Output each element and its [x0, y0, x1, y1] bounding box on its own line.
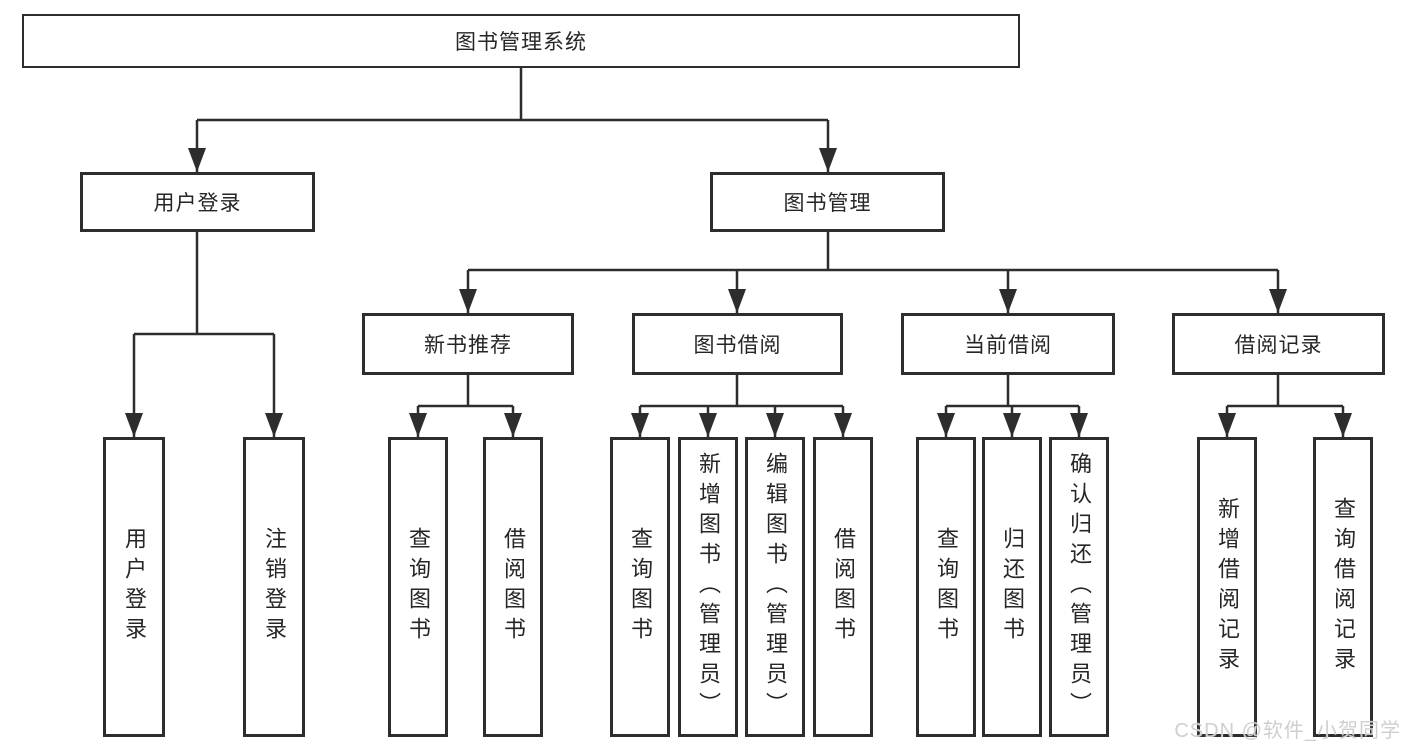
node-label: 归还图书 [1000, 527, 1025, 647]
leaf-query-books-1: 查询图书 [388, 437, 448, 737]
leaf-query-borrow-record: 查询借阅记录 [1313, 437, 1373, 737]
node-label: 查询图书 [934, 527, 959, 647]
node-label: 用户登录 [122, 527, 147, 647]
node-label: 用户登录 [153, 192, 242, 215]
node-label: 借阅记录 [1234, 334, 1323, 357]
node-book-management: 图书管理 [710, 172, 945, 232]
node-label: 编辑图书（管理员） [763, 452, 788, 722]
leaf-add-book-admin: 新增图书（管理员） [678, 437, 738, 737]
node-current-borrowing: 当前借阅 [901, 313, 1115, 375]
node-label: 图书借阅 [693, 334, 782, 357]
leaf-query-books-3: 查询图书 [916, 437, 976, 737]
node-label: 当前借阅 [964, 334, 1052, 357]
leaf-confirm-return-admin: 确认归还（管理员） [1049, 437, 1109, 737]
leaf-logout: 注销登录 [243, 437, 305, 737]
node-library-management-system: 图书管理系统 [22, 14, 1020, 68]
leaf-query-books-2: 查询图书 [610, 437, 670, 737]
node-user-login: 用户登录 [80, 172, 315, 232]
node-label: 注销登录 [262, 527, 287, 647]
node-label: 借阅图书 [831, 527, 856, 647]
node-book-borrowing: 图书借阅 [632, 313, 843, 375]
node-label: 图书管理 [783, 192, 872, 215]
node-new-book-recommendation: 新书推荐 [362, 313, 574, 375]
node-borrowing-records: 借阅记录 [1172, 313, 1385, 375]
leaf-user-login: 用户登录 [103, 437, 165, 737]
leaf-borrow-books-1: 借阅图书 [483, 437, 543, 737]
node-label: 查询图书 [406, 527, 431, 647]
leaf-edit-book-admin: 编辑图书（管理员） [745, 437, 805, 737]
leaf-return-books: 归还图书 [982, 437, 1042, 737]
node-label: 新书推荐 [424, 334, 512, 357]
node-label: 查询借阅记录 [1331, 497, 1356, 677]
node-label: 确认归还（管理员） [1067, 452, 1092, 722]
node-label: 新增借阅记录 [1215, 497, 1240, 677]
node-label: 新增图书（管理员） [696, 452, 721, 722]
leaf-borrow-books-2: 借阅图书 [813, 437, 873, 737]
node-label: 查询图书 [628, 527, 653, 647]
leaf-add-borrow-record: 新增借阅记录 [1197, 437, 1257, 737]
node-label: 借阅图书 [501, 527, 526, 647]
node-label: 图书管理系统 [455, 31, 587, 54]
